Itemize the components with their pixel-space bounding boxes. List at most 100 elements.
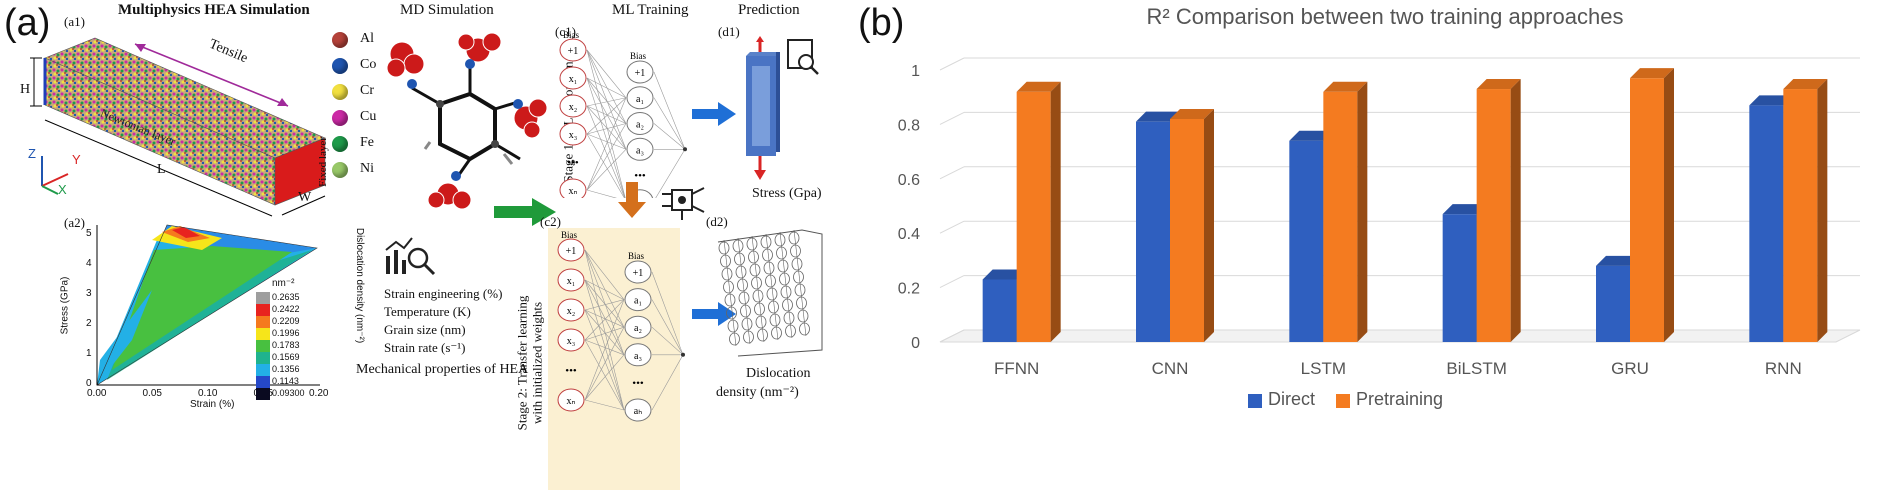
bias-label: Bias — [630, 51, 646, 61]
legend-label-direct: Direct — [1268, 389, 1316, 409]
input-node-label: x₂ — [569, 102, 578, 113]
element-legend-item: Cr — [332, 82, 422, 104]
bar-direct-lstm — [1289, 140, 1324, 342]
input-node — [557, 388, 585, 412]
contour-ytick-label: 3 — [86, 288, 92, 299]
bar-side — [1204, 108, 1214, 343]
md-caption: Mechanical properties of HEA — [356, 362, 529, 377]
element-legend-item: Al — [332, 30, 422, 52]
bar-top — [982, 269, 1027, 280]
bias-label: Bias — [561, 230, 577, 240]
bar-direct-gru — [1596, 265, 1630, 342]
contour-plot — [96, 224, 320, 386]
bar-pretraining-gru — [1630, 78, 1664, 342]
hidden-node — [626, 60, 654, 84]
contour-right-label: Dislocation density (nm⁻²) — [354, 227, 366, 344]
hidden-node-label: a₂ — [634, 323, 642, 334]
contour-ytick-label: 2 — [86, 318, 92, 329]
hidden-node-label: a₂ — [636, 120, 644, 131]
colorbar-value: 0.1356 — [272, 364, 300, 374]
legend-swatch-pretraining — [1336, 394, 1350, 408]
md-property-item: Strain engineering (%) — [384, 286, 503, 301]
output-node — [681, 352, 685, 357]
stage2-label-line1: Stage 2: Transfer learning — [514, 295, 530, 431]
panel-b-letter: (b) — [858, 2, 905, 44]
bar-top — [1016, 81, 1061, 92]
legend-label-pretraining: Pretraining — [1356, 389, 1444, 409]
element-legend-item: Cu — [332, 108, 422, 130]
colorbar-value: 0.1783 — [272, 340, 300, 350]
bar-top — [1323, 81, 1368, 92]
bar-top — [1289, 130, 1334, 141]
hidden-node-label: aₕ — [634, 406, 642, 417]
element-dot — [332, 32, 348, 48]
axis-z-label: Z — [28, 146, 36, 161]
element-legend-item: Fe — [332, 134, 422, 156]
input-node — [557, 238, 585, 262]
colorbar-swatch — [256, 328, 270, 340]
input-node-label: x₁ — [567, 276, 576, 287]
colorbar-unit: nm⁻² — [272, 278, 295, 289]
x-tick-label: BiLSTM — [1446, 359, 1506, 378]
bar-top — [1442, 204, 1487, 215]
colorbar-swatch — [256, 304, 270, 316]
bar-side — [1357, 81, 1368, 342]
y-tick-label: 0.6 — [898, 172, 920, 189]
hidden-node — [626, 86, 654, 110]
nn-ellipsis: ••• — [632, 377, 644, 389]
y-tick-label: 1 — [911, 63, 920, 80]
dislocation-label-1: Dislocation — [746, 366, 811, 381]
c2-label: (c2) — [540, 214, 561, 229]
blue-arrow-bottom-icon — [692, 302, 736, 326]
input-node — [557, 328, 585, 352]
hidden-node — [624, 288, 652, 312]
ml-title: ML Training — [612, 2, 689, 18]
y-tick-label: 0 — [911, 335, 920, 352]
chart-title: R² Comparison between two training appro… — [1146, 4, 1624, 29]
c1-label: (c1) — [555, 24, 576, 39]
hidden-node-label: aₕ — [636, 197, 644, 198]
hidden-node-label: +1 — [633, 268, 644, 279]
nn-ellipsis: ••• — [565, 365, 577, 377]
bar-pretraining-lstm — [1323, 91, 1358, 342]
element-dot — [332, 84, 348, 100]
hidden-node-label: a₁ — [636, 94, 644, 105]
bar-pretraining-cnn — [1170, 118, 1204, 343]
orange-down-arrow-icon — [618, 182, 646, 218]
colorbar-value: 0.1996 — [272, 328, 300, 338]
l-dim-label: L — [157, 162, 166, 177]
x-tick-label: FFNN — [994, 359, 1039, 378]
input-node-label: +1 — [566, 246, 577, 257]
md-property-item: Strain rate (s⁻¹) — [384, 340, 466, 355]
bar-direct-ffnn — [982, 279, 1017, 342]
y-tick-label: 0.2 — [898, 281, 920, 298]
bar-top — [1170, 108, 1214, 119]
bar-top — [1476, 79, 1521, 90]
axis-triad-icon — [41, 156, 69, 195]
hidden-node — [624, 260, 652, 284]
input-node-label: xₙ — [569, 186, 578, 197]
input-node — [559, 178, 587, 198]
bar-side — [1510, 79, 1521, 342]
nn-ellipsis: ••• — [567, 157, 579, 169]
panel-a-letter: (a) — [4, 2, 51, 44]
input-node — [559, 38, 587, 62]
hidden-node — [624, 315, 652, 339]
x-tick-label: RNN — [1765, 359, 1802, 378]
element-dot — [332, 110, 348, 126]
x-tick-label: LSTM — [1301, 359, 1346, 378]
bar-direct-rnn — [1749, 105, 1784, 342]
fixed-layer-label: Fixed layer — [316, 137, 329, 187]
colorbar-value: 0.2422 — [272, 304, 300, 314]
input-node-label: xₙ — [567, 396, 576, 407]
contour-ylabel: Stress (GPa) — [59, 276, 71, 335]
input-node — [559, 66, 587, 90]
contour-xtick-label: 0.10 — [198, 388, 218, 399]
hidden-node-label: a₃ — [636, 145, 644, 156]
element-name: Fe — [360, 135, 374, 150]
hidden-node-label: a₃ — [634, 351, 642, 362]
d2-label: (d2) — [706, 214, 728, 229]
contour-xtick-label: 0.05 — [142, 388, 162, 399]
input-node-label: x₃ — [567, 336, 576, 347]
multiphysics-title: Multiphysics HEA Simulation — [118, 2, 310, 18]
